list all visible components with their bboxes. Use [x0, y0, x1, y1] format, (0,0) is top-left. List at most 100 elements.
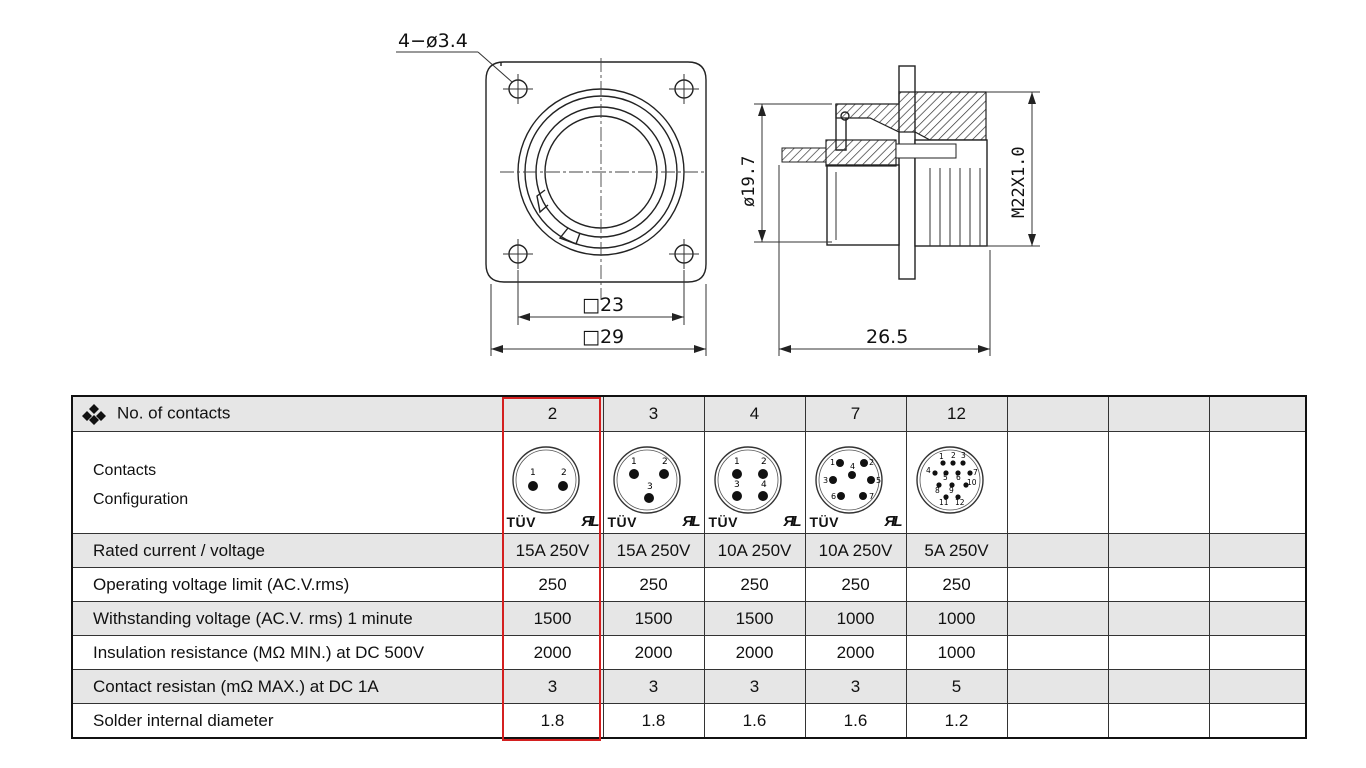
table-cell: [1208, 533, 1307, 568]
table-cell: 1000: [804, 601, 907, 636]
table-cell: [1208, 635, 1307, 670]
certification-marks: TÜV ЯL: [605, 512, 703, 532]
pin-label: 7: [869, 492, 874, 501]
table-cell: [1006, 669, 1109, 704]
tuv-mark: TÜV: [708, 514, 738, 530]
pin-label: 6: [831, 492, 836, 501]
table-row: Operating voltage limit (AC.V.rms) 250 2…: [71, 567, 1307, 602]
configuration-cell-empty: [1208, 431, 1307, 534]
configuration-cell-12: 1 2 3 4 5 6 7 8 9 10 11 12: [905, 431, 1008, 534]
pin-label: 4: [850, 462, 855, 471]
pin-label: 11: [939, 498, 949, 507]
pin-label: 6: [956, 473, 961, 482]
table-cell: [1208, 703, 1307, 739]
contacts-count-label: No. of contacts: [117, 403, 231, 423]
inner-square-dimension-label: □23: [582, 294, 624, 316]
contacts-count-cell: [1208, 395, 1307, 432]
contacts-count-cell: 4: [703, 395, 806, 432]
pin-label: 12: [955, 498, 965, 507]
table-cell: 15A 250V: [501, 533, 604, 568]
outer-square-dimension-label: □29: [582, 326, 624, 348]
contacts-configuration-label-cell: Contacts Configuration: [71, 431, 503, 534]
specification-table: No. of contacts 2 3 4 7 12 Contacts Conf…: [71, 395, 1307, 739]
table-cell: 2000: [501, 635, 604, 670]
configuration-cell-2: 1 2 TÜV ЯL: [501, 431, 604, 534]
table-cell: 1000: [905, 635, 1008, 670]
pin-label: 3: [961, 451, 966, 460]
technical-drawing: 4−ø3.4 □23 □29: [396, 30, 1040, 356]
pin-layout-12-icon: 1 2 3 4 5 6 7 8 9 10 11 12: [915, 446, 984, 514]
table-cell: 1.8: [501, 703, 604, 739]
ul-mark: ЯL: [783, 513, 801, 530]
table-cell: 2000: [602, 635, 705, 670]
table-cell: [1107, 601, 1210, 636]
contacts-count-cell: 7: [804, 395, 907, 432]
side-view: ø19.7 M22X1.0 26.5: [739, 65, 1040, 356]
table-cell: [1006, 567, 1109, 602]
pin-label: 7: [973, 468, 978, 477]
table-cell: 3: [501, 669, 604, 704]
table-cell: [1208, 601, 1307, 636]
pin-label: 4: [926, 466, 931, 475]
pin-label: 4: [761, 480, 767, 490]
contacts-count-cell: [1107, 395, 1210, 432]
table-cell: [1006, 601, 1109, 636]
certification-marks: TÜV ЯL: [706, 512, 804, 532]
table-cell: 1500: [602, 601, 705, 636]
contacts-count-cell: 3: [602, 395, 705, 432]
contacts-count-cell: 12: [905, 395, 1008, 432]
table-cell: [1107, 635, 1210, 670]
table-cell: 5: [905, 669, 1008, 704]
pin-label: 2: [662, 457, 668, 467]
table-cell: 10A 250V: [703, 533, 806, 568]
contacts-count-row: No. of contacts 2 3 4 7 12: [71, 395, 1307, 432]
table-cell: [1006, 533, 1109, 568]
configuration-label-line2: Configuration: [93, 491, 189, 508]
table-cell: [1107, 567, 1210, 602]
row-label: Insulation resistance (MΩ MIN.) at DC 50…: [71, 635, 503, 670]
certification-marks: TÜV ЯL: [504, 512, 602, 532]
contacts-count-cell: [1006, 395, 1109, 432]
ul-mark: ЯL: [682, 513, 700, 530]
table-cell: 2000: [703, 635, 806, 670]
pin-label: 8: [935, 486, 940, 495]
table-row: Solder internal diameter 1.8 1.8 1.6 1.6…: [71, 703, 1307, 739]
configuration-cell-empty: [1006, 431, 1109, 534]
pin-layout-3-icon: 1 2 3: [612, 446, 681, 514]
pin-label: 1: [631, 457, 637, 467]
table-cell: 250: [602, 567, 705, 602]
table-cell: 3: [804, 669, 907, 704]
table-cell: 1000: [905, 601, 1008, 636]
table-cell: 1.2: [905, 703, 1008, 739]
pin-layout-7-icon: 1 2 3 4 5 6 7: [814, 446, 883, 514]
configuration-cell-3: 1 2 3 TÜV ЯL: [602, 431, 705, 534]
pin-layout-4-icon: 1 2 3 4: [713, 446, 782, 514]
table-cell: [1107, 703, 1210, 739]
table-cell: 250: [501, 567, 604, 602]
ul-mark: ЯL: [884, 513, 902, 530]
length-dimension-label: 26.5: [866, 326, 908, 348]
table-cell: 250: [804, 567, 907, 602]
pin-label: 2: [951, 451, 956, 460]
table-cell: 1.6: [703, 703, 806, 739]
contacts-count-header-cell: No. of contacts: [71, 395, 503, 432]
table-cell: 1500: [501, 601, 604, 636]
certification-marks: TÜV ЯL: [807, 512, 905, 532]
pin-layout-2-icon: 1 2: [511, 446, 580, 514]
table-cell: 1.8: [602, 703, 705, 739]
configuration-cell-4: 1 2 3 4 TÜV ЯL: [703, 431, 806, 534]
contacts-configuration-row: Contacts Configuration 1 2 TÜV ЯL: [71, 431, 1307, 534]
row-label: Rated current / voltage: [71, 533, 503, 568]
holes-dimension-label: 4−ø3.4: [398, 30, 468, 52]
table-cell: 1500: [703, 601, 806, 636]
pin-label: 9: [949, 486, 954, 495]
table-cell: [1208, 567, 1307, 602]
diameter-dimension-label: ø19.7: [739, 156, 759, 207]
table-cell: 3: [602, 669, 705, 704]
table-cell: 15A 250V: [602, 533, 705, 568]
pin-label: 2: [869, 458, 874, 467]
table-cell: [1107, 669, 1210, 704]
ul-mark: ЯL: [581, 513, 599, 530]
tuv-mark: TÜV: [607, 514, 637, 530]
pin-label: 1: [734, 457, 740, 467]
